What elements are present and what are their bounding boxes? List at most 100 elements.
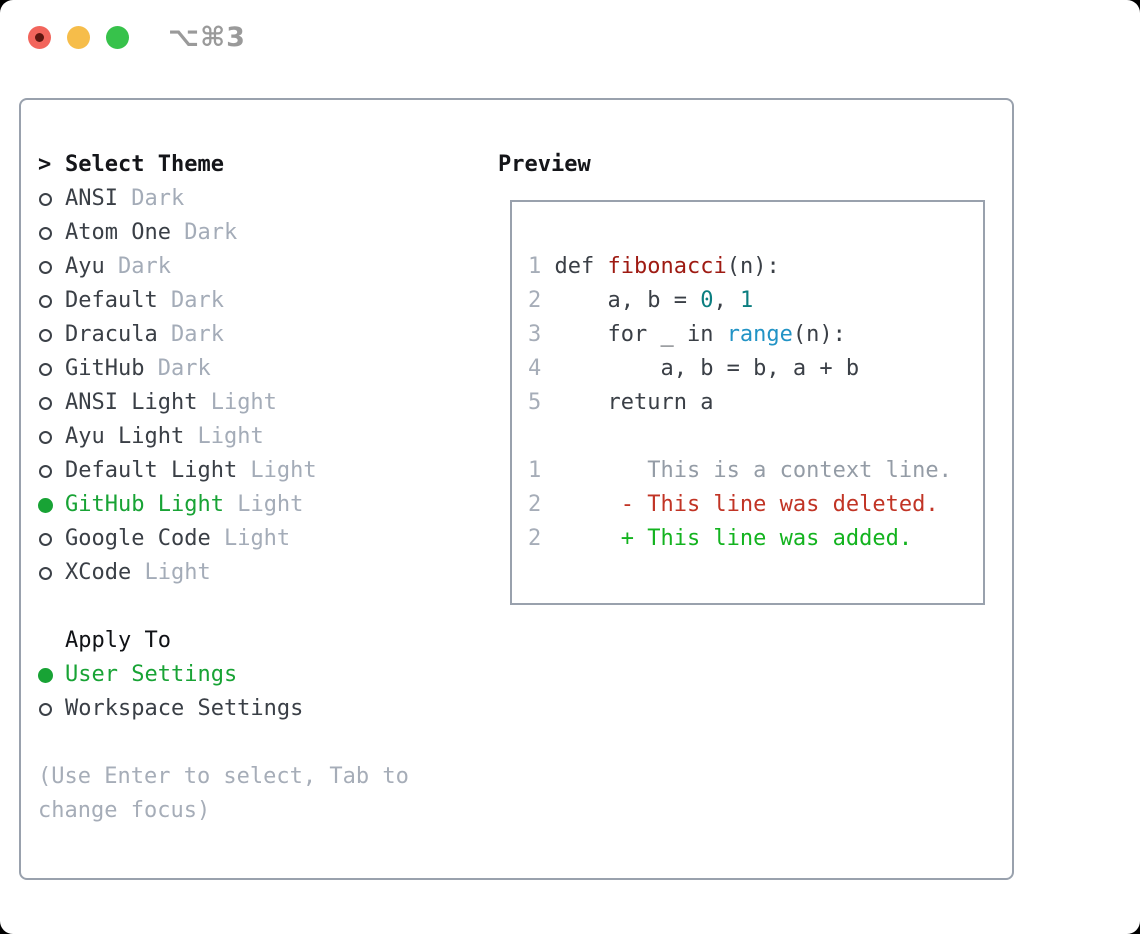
radio-icon: [38, 420, 65, 454]
unsaved-indicator-icon: [35, 33, 44, 42]
theme-item-name: XCode: [65, 560, 132, 585]
apply-to-option[interactable]: Workspace Settings: [38, 692, 409, 726]
code-line: 4 a, b = b, a + b: [528, 352, 983, 386]
code-token-num: 0: [700, 288, 714, 313]
theme-item-name: ANSI: [65, 186, 118, 211]
theme-item[interactable]: Ayu Dark: [38, 250, 409, 284]
theme-item-variant: Dark: [170, 220, 238, 245]
theme-item-name: Atom One: [65, 220, 171, 245]
theme-item-name: GitHub: [65, 356, 145, 381]
radio-icon: [38, 522, 65, 556]
code-token-builtin: range: [726, 322, 793, 347]
radio-icon: [38, 454, 65, 488]
zoom-button[interactable]: [106, 26, 129, 49]
theme-item-variant: Light: [210, 526, 291, 551]
radio-icon: [38, 692, 65, 726]
title-bar: ⌥⌘3: [0, 0, 1140, 76]
radio-ring-icon: [39, 226, 52, 240]
theme-item-variant: Dark: [157, 322, 224, 347]
radio-ring-icon: [39, 702, 52, 716]
prompt-icon: >: [38, 152, 52, 177]
line-number: 4: [528, 356, 542, 381]
code-token-code: (n):: [726, 254, 780, 279]
theme-item-name: ANSI Light: [65, 390, 198, 415]
theme-picker-header: > Select Theme: [38, 148, 409, 182]
apply-to-option-label: Workspace Settings: [65, 696, 304, 721]
code-token-del: - This line was deleted.: [541, 492, 939, 517]
radio-icon: [38, 216, 65, 250]
line-number: 1: [528, 254, 542, 279]
radio-ring-icon: [39, 430, 52, 444]
code-line: 5 return a: [528, 386, 983, 420]
code-token-code: return a: [541, 390, 714, 415]
radio-icon: [38, 284, 65, 318]
theme-item[interactable]: ANSI Dark: [38, 182, 409, 216]
code-token-code: a, b =: [541, 288, 701, 313]
theme-item-variant: Light: [237, 458, 317, 483]
close-button[interactable]: [28, 26, 51, 49]
code-token-func: fibonacci: [607, 254, 727, 279]
line-number: 3: [528, 322, 542, 347]
line-number: 2: [528, 526, 542, 551]
theme-item[interactable]: Atom One Dark: [38, 216, 409, 250]
line-number: 2: [528, 492, 542, 517]
radio-ring-icon: [39, 328, 52, 342]
code-line: [528, 420, 983, 454]
theme-item[interactable]: ANSI Light Light: [38, 386, 409, 420]
theme-item-name: Dracula: [65, 322, 158, 347]
radio-ring-icon: [39, 294, 52, 308]
radio-selected-icon: [38, 488, 65, 522]
theme-item[interactable]: GitHub Light Light: [38, 488, 409, 522]
radio-ring-icon: [39, 464, 52, 478]
theme-item[interactable]: Ayu Light Light: [38, 420, 409, 454]
theme-item[interactable]: Default Light Light: [38, 454, 409, 488]
code-token-code: (n):: [792, 322, 846, 347]
window-title: ⌥⌘3: [168, 22, 246, 53]
radio-icon: [38, 250, 65, 284]
theme-item-variant: Light: [184, 424, 264, 449]
theme-item-variant: Dark: [157, 288, 224, 313]
apply-to-option[interactable]: User Settings: [38, 658, 409, 692]
minimize-button[interactable]: [67, 26, 90, 49]
code-line: 1 This is a context line.: [528, 454, 983, 488]
radio-icon: [38, 556, 65, 590]
theme-item-name: Default Light: [65, 458, 238, 483]
code-token-code: a, b = b, a + b: [541, 356, 860, 381]
theme-item-name: Google Code: [65, 526, 211, 551]
theme-item-name: Default: [65, 288, 158, 313]
radio-dot-icon: [38, 497, 53, 513]
radio-icon: [38, 318, 65, 352]
code-token-num: 1: [739, 288, 754, 313]
radio-icon: [38, 352, 65, 386]
code-token-code: def: [541, 254, 608, 279]
apply-to-title: Apply To: [65, 628, 171, 653]
theme-item[interactable]: Default Dark: [38, 284, 409, 318]
theme-item[interactable]: XCode Light: [38, 556, 409, 590]
line-number: 1: [528, 458, 542, 483]
code-line: 3 for _ in range(n):: [528, 318, 983, 352]
radio-ring-icon: [39, 260, 52, 274]
radio-ring-icon: [39, 362, 52, 376]
theme-item[interactable]: Dracula Dark: [38, 318, 409, 352]
code-token-add: + This line was added.: [541, 526, 913, 551]
radio-icon: [38, 182, 65, 216]
theme-item-name: Ayu Light: [65, 424, 185, 449]
theme-item-variant: Light: [197, 390, 277, 415]
theme-item-variant: Light: [223, 492, 304, 517]
hint-text: change focus): [38, 798, 211, 823]
radio-ring-icon: [39, 566, 52, 580]
spacer: [38, 726, 409, 760]
preview-title: Preview: [498, 152, 591, 177]
hint-text: (Use Enter to select, Tab to: [38, 764, 409, 789]
theme-picker-title: Select Theme: [65, 152, 224, 177]
code-token-code: ,: [713, 288, 740, 313]
theme-item-name: GitHub Light: [65, 492, 224, 517]
theme-item[interactable]: Google Code Light: [38, 522, 409, 556]
prompt-marker: >: [38, 148, 65, 182]
theme-item-variant: Dark: [144, 356, 211, 381]
apply-to-option-label: User Settings: [65, 662, 238, 687]
theme-item[interactable]: GitHub Dark: [38, 352, 409, 386]
